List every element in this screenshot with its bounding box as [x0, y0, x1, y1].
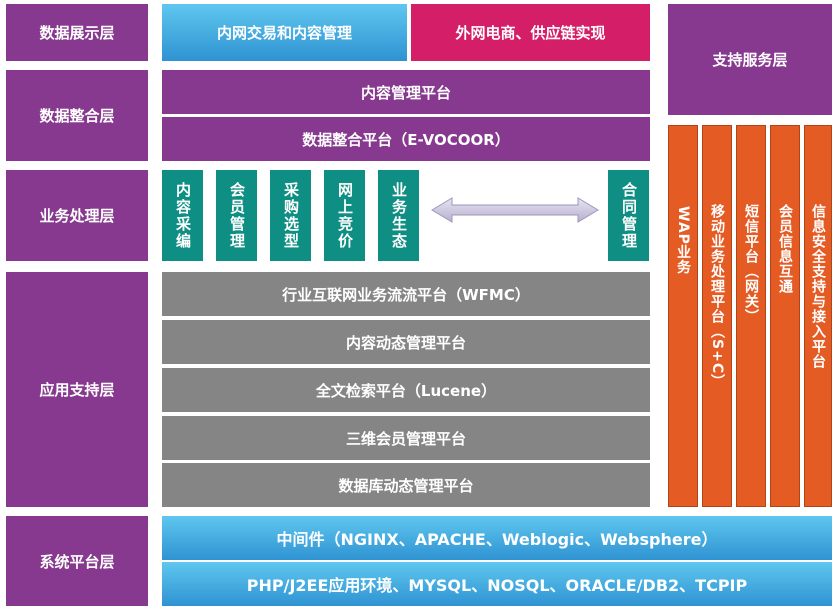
app-platform-fulltext-search: 全文检索平台（Lucene） — [162, 368, 650, 412]
service-sms-gateway: 短信平台（网关） — [736, 125, 766, 507]
module-content-editing: 内容采编 — [162, 170, 203, 261]
module-label: 网上竞价 — [336, 181, 354, 250]
support-service-title: 支持服务层 — [668, 4, 832, 115]
service-label: 信息安全支持与接入平台 — [810, 204, 826, 369]
module-label: 内容采编 — [174, 181, 192, 250]
service-label: 短信平台（网关） — [743, 204, 759, 324]
double-arrow-icon — [431, 197, 599, 223]
data-integration-platform: 数据整合平台（E-VOCOOR） — [162, 117, 650, 161]
layer-label-presentation: 数据展示层 — [6, 4, 148, 61]
service-label: WAP业务 — [675, 206, 691, 275]
app-platform-content-dynamic: 内容动态管理平台 — [162, 320, 650, 364]
environment-box: PHP/J2EE应用环境、MYSQL、NOSQL、ORACLE/DB2、TCPI… — [162, 562, 832, 606]
middleware-box: 中间件（NGINX、APACHE、Weblogic、Websphere） — [162, 516, 832, 560]
service-label: 会员信息互通 — [777, 204, 793, 294]
content-management-platform: 内容管理平台 — [162, 70, 650, 114]
module-label: 合同管理 — [620, 181, 638, 250]
service-label: 移动业务处理平台（S+C） — [709, 204, 725, 390]
layer-label-integration: 数据整合层 — [6, 70, 148, 161]
app-platform-database-dynamic: 数据库动态管理平台 — [162, 463, 650, 507]
layer-label-application: 应用支持层 — [6, 272, 148, 507]
module-label: 采购选型 — [282, 181, 300, 250]
module-label: 业务生态 — [390, 181, 408, 250]
module-online-bidding: 网上竞价 — [324, 170, 365, 261]
service-mobile-platform: 移动业务处理平台（S+C） — [702, 125, 732, 507]
service-wap: WAP业务 — [668, 125, 698, 507]
service-security-access: 信息安全支持与接入平台 — [804, 125, 832, 507]
module-member-management: 会员管理 — [216, 170, 257, 261]
module-procurement: 采购选型 — [270, 170, 311, 261]
module-label: 会员管理 — [228, 181, 246, 250]
layer-label-business: 业务处理层 — [6, 170, 148, 261]
service-member-info: 会员信息互通 — [770, 125, 800, 507]
extranet-box: 外网电商、供应链实现 — [411, 4, 650, 61]
app-platform-wfmc: 行业互联网业务流流平台（WFMC） — [162, 272, 650, 316]
app-platform-3d-member: 三维会员管理平台 — [162, 416, 650, 460]
layer-label-system: 系统平台层 — [6, 516, 148, 606]
module-business-ecology: 业务生态 — [378, 170, 419, 261]
module-contract-management: 合同管理 — [608, 170, 649, 261]
intranet-box: 内网交易和内容管理 — [162, 4, 407, 61]
